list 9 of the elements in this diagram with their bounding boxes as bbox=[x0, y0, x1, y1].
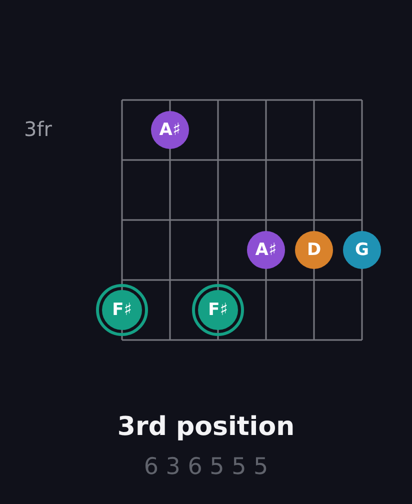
fret-numbers: 6 3 6 5 5 5 bbox=[144, 454, 268, 480]
note-dot: A♯ bbox=[151, 111, 189, 149]
fret-position-label: 3fr bbox=[24, 118, 52, 141]
note-dot: D bbox=[295, 231, 333, 269]
note-dot: G bbox=[343, 231, 381, 269]
root-note-dot: F♯ bbox=[192, 284, 244, 336]
note-dot: A♯ bbox=[247, 231, 285, 269]
chord-title: 3rd position bbox=[117, 413, 295, 443]
root-note-dot: F♯ bbox=[96, 284, 148, 336]
